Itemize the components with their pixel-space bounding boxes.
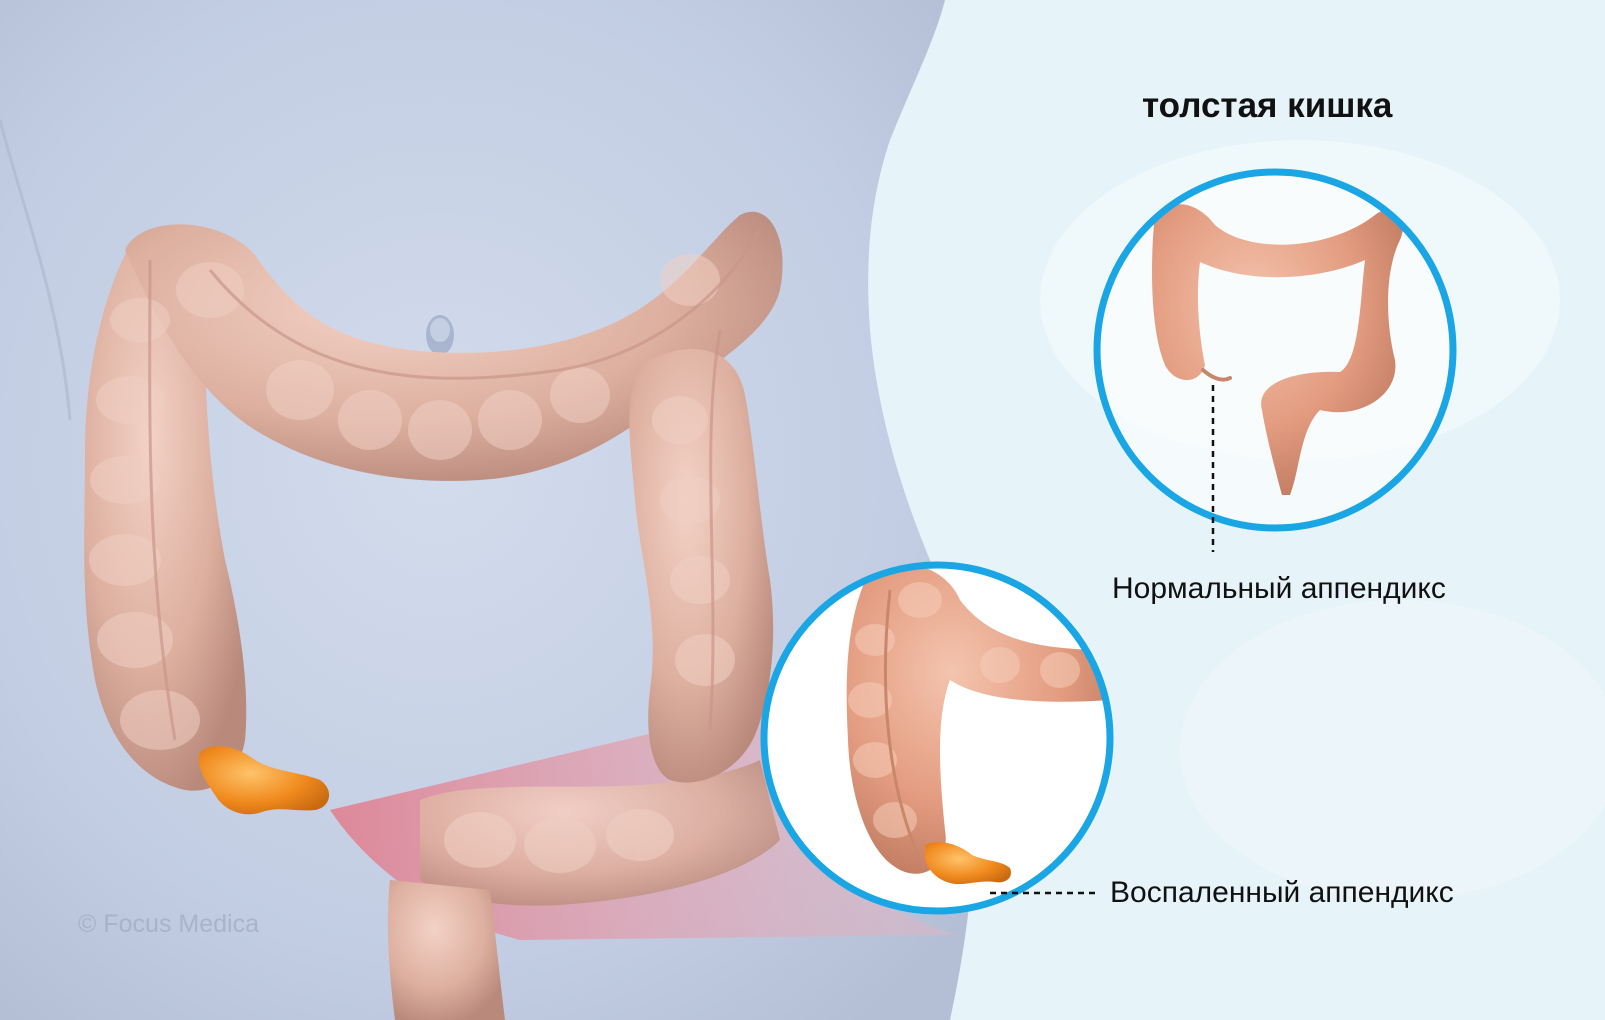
inflamed-zoom-circle: [760, 561, 1114, 915]
normal-appendix-label: Нормальный аппендикс: [1112, 572, 1446, 605]
inflamed-appendix-label: Воспаленный аппендикс: [1110, 876, 1454, 909]
large-intestine: [84, 211, 783, 1020]
diagram-title: толстая кишка: [1142, 86, 1393, 125]
inflamed-appendix-main: [198, 746, 330, 815]
normal-colon-circle: [1093, 168, 1457, 532]
watermark: © Focus Medica: [78, 910, 259, 938]
